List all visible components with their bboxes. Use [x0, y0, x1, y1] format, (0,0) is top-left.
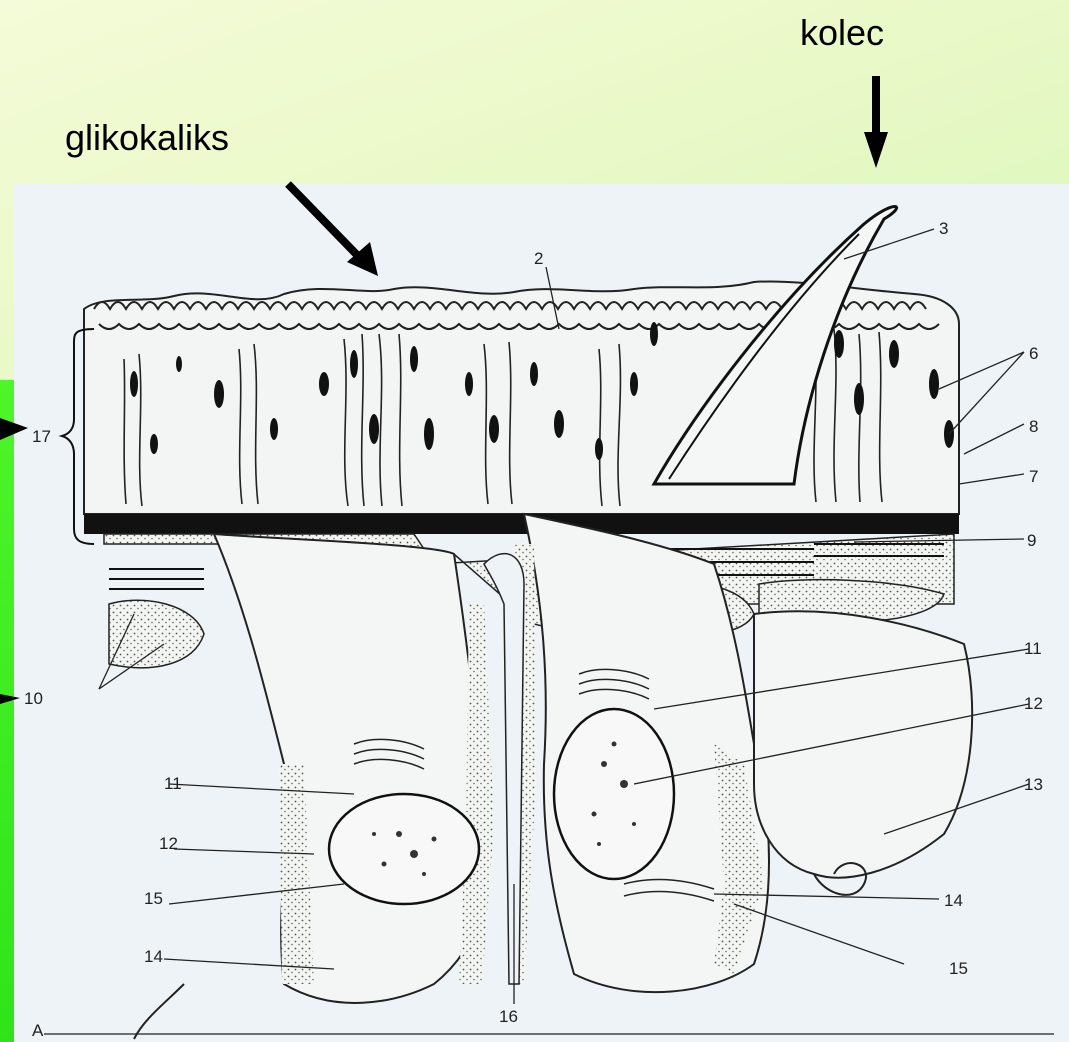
tegument-diagram: 2 3 6 8 7 9 11 12 13 14 15 17 10 11 12 1… — [14, 184, 1069, 1042]
green-accent-bar — [0, 380, 14, 1042]
cyton-right-extension — [754, 611, 972, 877]
arrow-kolec — [864, 76, 888, 168]
num-14-right: 14 — [944, 891, 963, 910]
micrograph-plate: 2 3 6 8 7 9 11 12 13 14 15 17 10 11 12 1… — [14, 184, 1069, 1042]
num-15-left: 15 — [144, 889, 163, 908]
num-9: 9 — [1027, 531, 1036, 550]
num-10: 10 — [24, 689, 43, 708]
num-17: 17 — [32, 427, 51, 446]
num-11-left: 11 — [164, 774, 182, 793]
num-3: 3 — [939, 219, 948, 238]
num-8: 8 — [1029, 417, 1038, 436]
basal-lamina — [84, 514, 959, 534]
num-6: 6 — [1029, 344, 1038, 363]
label-glikokaliks: glikokaliks — [65, 117, 229, 159]
num-16: 16 — [499, 1007, 518, 1026]
cyton-left — [214, 534, 487, 1003]
num-12-left: 12 — [159, 834, 178, 853]
label-kolec: kolec — [800, 12, 884, 54]
num-13: 13 — [1024, 775, 1043, 794]
num-14-left: 14 — [144, 947, 163, 966]
num-2: 2 — [534, 249, 543, 268]
num-7: 7 — [1029, 467, 1038, 486]
panel-letter: A — [32, 1021, 44, 1040]
num-11-right: 11 — [1024, 639, 1042, 658]
num-15-right: 15 — [949, 959, 968, 978]
num-12-right: 12 — [1024, 694, 1043, 713]
